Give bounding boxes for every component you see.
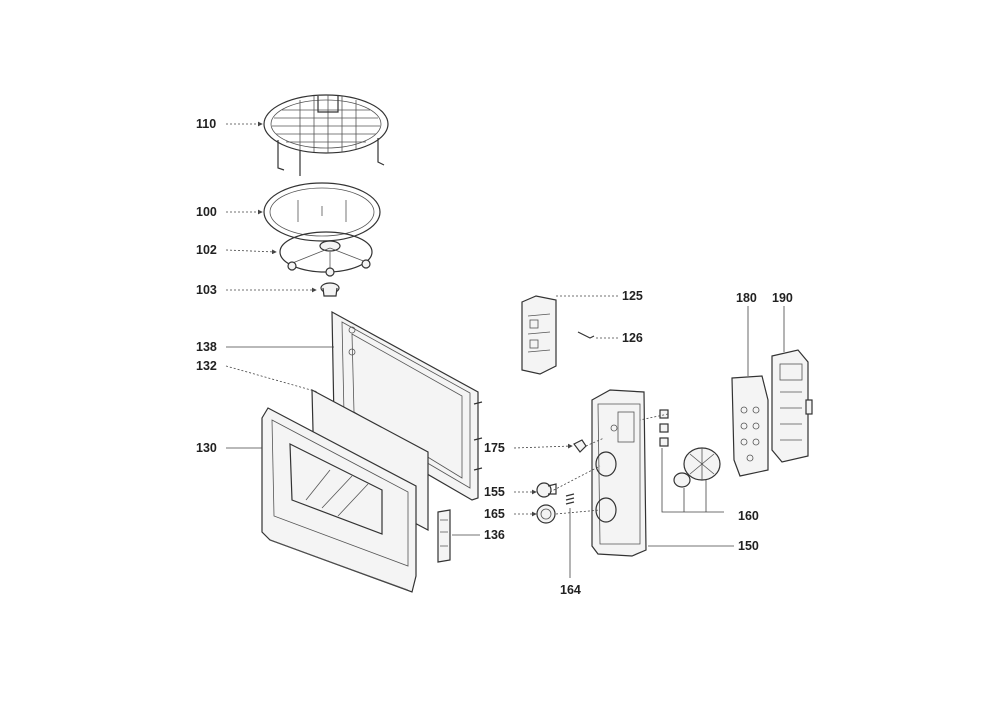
assembly-guide-lines bbox=[549, 413, 669, 515]
part-label-180: 180 bbox=[736, 291, 757, 305]
display-module-part bbox=[771, 349, 813, 463]
door-latch-part bbox=[437, 509, 451, 563]
part-label-110: 110 bbox=[196, 117, 216, 131]
part-label-165: 165 bbox=[484, 507, 505, 521]
glass-turntable-part bbox=[263, 182, 381, 242]
spring-part bbox=[577, 331, 595, 339]
part-label-136: 136 bbox=[484, 528, 505, 542]
part-label-126: 126 bbox=[622, 331, 643, 345]
part-label-103: 103 bbox=[196, 283, 217, 297]
switch-bracket-part bbox=[521, 295, 557, 375]
part-label-190: 190 bbox=[772, 291, 793, 305]
leader-line-175 bbox=[513, 443, 573, 449]
part-label-138: 138 bbox=[196, 340, 217, 354]
grill-rack-part bbox=[263, 94, 389, 176]
part-label-160: 160 bbox=[738, 509, 759, 523]
leader-line-102 bbox=[225, 249, 277, 255]
part-label-150: 150 bbox=[738, 539, 759, 553]
knob-spring-part bbox=[565, 493, 575, 505]
control-board-part bbox=[731, 375, 769, 477]
part-label-130: 130 bbox=[196, 441, 217, 455]
micro-switch-part bbox=[659, 409, 669, 447]
part-label-164: 164 bbox=[560, 583, 581, 597]
part-label-100: 100 bbox=[196, 205, 217, 219]
clip-part bbox=[573, 439, 587, 453]
part-label-155: 155 bbox=[484, 485, 505, 499]
part-label-175: 175 bbox=[484, 441, 505, 455]
small-knob-part bbox=[536, 482, 557, 498]
part-label-102: 102 bbox=[196, 243, 217, 257]
leader-line-132 bbox=[225, 365, 319, 393]
large-knob-part bbox=[536, 504, 556, 524]
part-label-125: 125 bbox=[622, 289, 643, 303]
leader-line-160 bbox=[661, 448, 724, 513]
door-front-part bbox=[261, 407, 417, 593]
part-label-132: 132 bbox=[196, 359, 217, 373]
timer-motor-part bbox=[673, 447, 721, 488]
control-panel-part bbox=[591, 389, 647, 557]
coupler-part bbox=[320, 282, 340, 297]
roller-ring-part bbox=[279, 231, 373, 277]
